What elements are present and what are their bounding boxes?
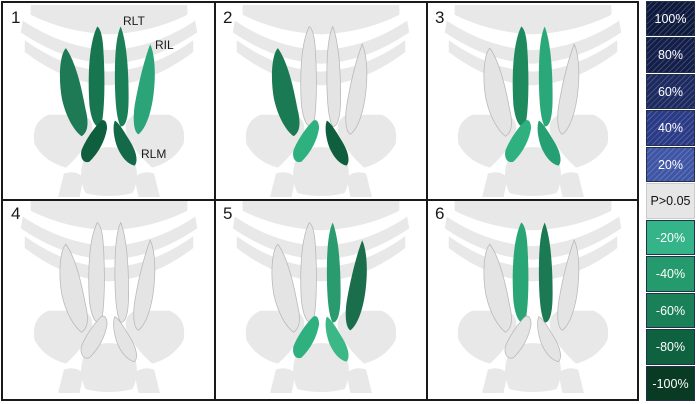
legend-label: -80% bbox=[655, 340, 686, 354]
rlm-label: RLM bbox=[141, 147, 167, 161]
right-iliocostalis-muscle bbox=[345, 240, 367, 331]
left-iliocostalis-muscle bbox=[483, 47, 512, 137]
color-scale-legend: 100% 80% 60% 40% 20% P>0.05 -20% -40% -60% -80% -1… bbox=[646, 1, 695, 402]
left-iliocostalis-muscle bbox=[59, 48, 88, 137]
left-iliocostalis-muscle bbox=[271, 48, 300, 137]
right-multifidus-muscle bbox=[537, 316, 561, 363]
right-longissimus-muscle bbox=[114, 26, 129, 127]
right-iliocostalis-muscle bbox=[345, 43, 368, 135]
panel-number: 3 bbox=[435, 8, 445, 27]
grid-divider-v2 bbox=[426, 3, 428, 399]
left-longissimus-muscle bbox=[88, 26, 105, 127]
legend-swatch: -100% bbox=[646, 366, 695, 401]
legend-swatch: -60% bbox=[646, 293, 695, 328]
left-multifidus-muscle bbox=[293, 316, 320, 359]
right-longissimus-muscle bbox=[326, 222, 341, 323]
right-iliocostalis-muscle bbox=[557, 43, 580, 135]
right-iliocostalis-muscle bbox=[133, 239, 156, 331]
legend-label: 60% bbox=[657, 84, 684, 99]
left-iliocostalis-muscle bbox=[483, 243, 512, 333]
left-iliocostalis-muscle bbox=[59, 243, 88, 333]
panel-1: 1 RLT RIL RLM bbox=[5, 5, 217, 202]
right-longissimus-muscle bbox=[326, 25, 341, 127]
panel-number: 5 bbox=[223, 204, 233, 223]
right-multifidus-muscle bbox=[113, 316, 137, 363]
left-multifidus-muscle bbox=[293, 120, 320, 163]
panel-5: 5 bbox=[217, 201, 429, 398]
legend-swatch: -40% bbox=[646, 256, 695, 292]
legend-swatch: 80% bbox=[646, 37, 695, 73]
legend-swatch: 100% bbox=[646, 1, 695, 36]
legend-swatch: 60% bbox=[646, 74, 695, 109]
legend-swatch: -80% bbox=[646, 329, 695, 365]
legend-label: 100% bbox=[654, 11, 687, 26]
rlt-label: RLT bbox=[123, 14, 145, 28]
left-multifidus-muscle bbox=[504, 315, 532, 359]
grid-divider-v1 bbox=[214, 3, 216, 399]
panel-grid: 6 5 4 3 2 bbox=[1, 1, 639, 401]
right-longissimus-muscle bbox=[538, 26, 553, 127]
right-multifidus-muscle bbox=[325, 316, 349, 362]
left-multifidus-muscle bbox=[80, 315, 108, 359]
panel-number: 1 bbox=[11, 8, 21, 27]
back-muscle-diagram bbox=[20, 5, 198, 198]
skeleton-silhouette bbox=[232, 201, 410, 394]
left-longissimus-muscle bbox=[88, 221, 105, 324]
ril-label: RIL bbox=[155, 38, 174, 52]
panel-4: 4 bbox=[5, 201, 217, 398]
right-longissimus-muscle bbox=[538, 222, 553, 323]
right-iliocostalis-muscle bbox=[557, 239, 580, 331]
right-longissimus-muscle bbox=[114, 221, 129, 323]
legend-label: -100% bbox=[652, 376, 689, 391]
back-muscle-diagram bbox=[232, 5, 410, 198]
skeleton-silhouette bbox=[444, 201, 622, 394]
legend-label: -40% bbox=[655, 267, 686, 281]
panel-2: 2 bbox=[217, 5, 429, 202]
right-multifidus-muscle bbox=[113, 120, 137, 166]
legend-swatch: 20% bbox=[646, 147, 695, 182]
back-muscle-diagram bbox=[444, 201, 622, 394]
skeleton-silhouette bbox=[20, 5, 198, 198]
legend-swatch: 40% bbox=[646, 110, 695, 146]
skeleton-silhouette bbox=[232, 5, 410, 198]
back-muscle-diagram bbox=[444, 5, 622, 198]
left-longissimus-muscle bbox=[300, 221, 317, 324]
left-multifidus-muscle bbox=[505, 120, 532, 163]
left-multifidus-muscle bbox=[81, 120, 108, 163]
legend-swatch: -20% bbox=[646, 220, 695, 255]
panel-number: 6 bbox=[435, 204, 445, 223]
panel-number: 4 bbox=[11, 204, 21, 223]
back-muscle-diagram bbox=[232, 201, 410, 394]
legend-label: 80% bbox=[657, 48, 684, 62]
left-longissimus-muscle bbox=[300, 25, 317, 128]
panel-number: 2 bbox=[223, 8, 233, 27]
back-muscle-diagram bbox=[20, 201, 198, 394]
skeleton-silhouette bbox=[444, 5, 622, 198]
grid-divider-h bbox=[3, 199, 637, 201]
legend-swatch: P>0.05 bbox=[646, 183, 695, 219]
legend-label: 40% bbox=[657, 121, 684, 135]
legend-label: P>0.05 bbox=[650, 194, 691, 208]
right-multifidus-muscle bbox=[325, 120, 349, 166]
right-iliocostalis-muscle bbox=[133, 44, 155, 135]
left-longissimus-muscle bbox=[512, 222, 529, 323]
legend-label: -60% bbox=[655, 303, 686, 318]
legend-label: 20% bbox=[657, 157, 684, 172]
skeleton-silhouette bbox=[20, 201, 198, 394]
left-iliocostalis-muscle bbox=[271, 243, 300, 333]
right-multifidus-muscle bbox=[537, 120, 561, 166]
legend-label: -20% bbox=[655, 230, 686, 245]
left-longissimus-muscle bbox=[512, 26, 529, 127]
panel-6: 6 bbox=[429, 201, 641, 398]
panel-3: 3 bbox=[429, 5, 641, 202]
